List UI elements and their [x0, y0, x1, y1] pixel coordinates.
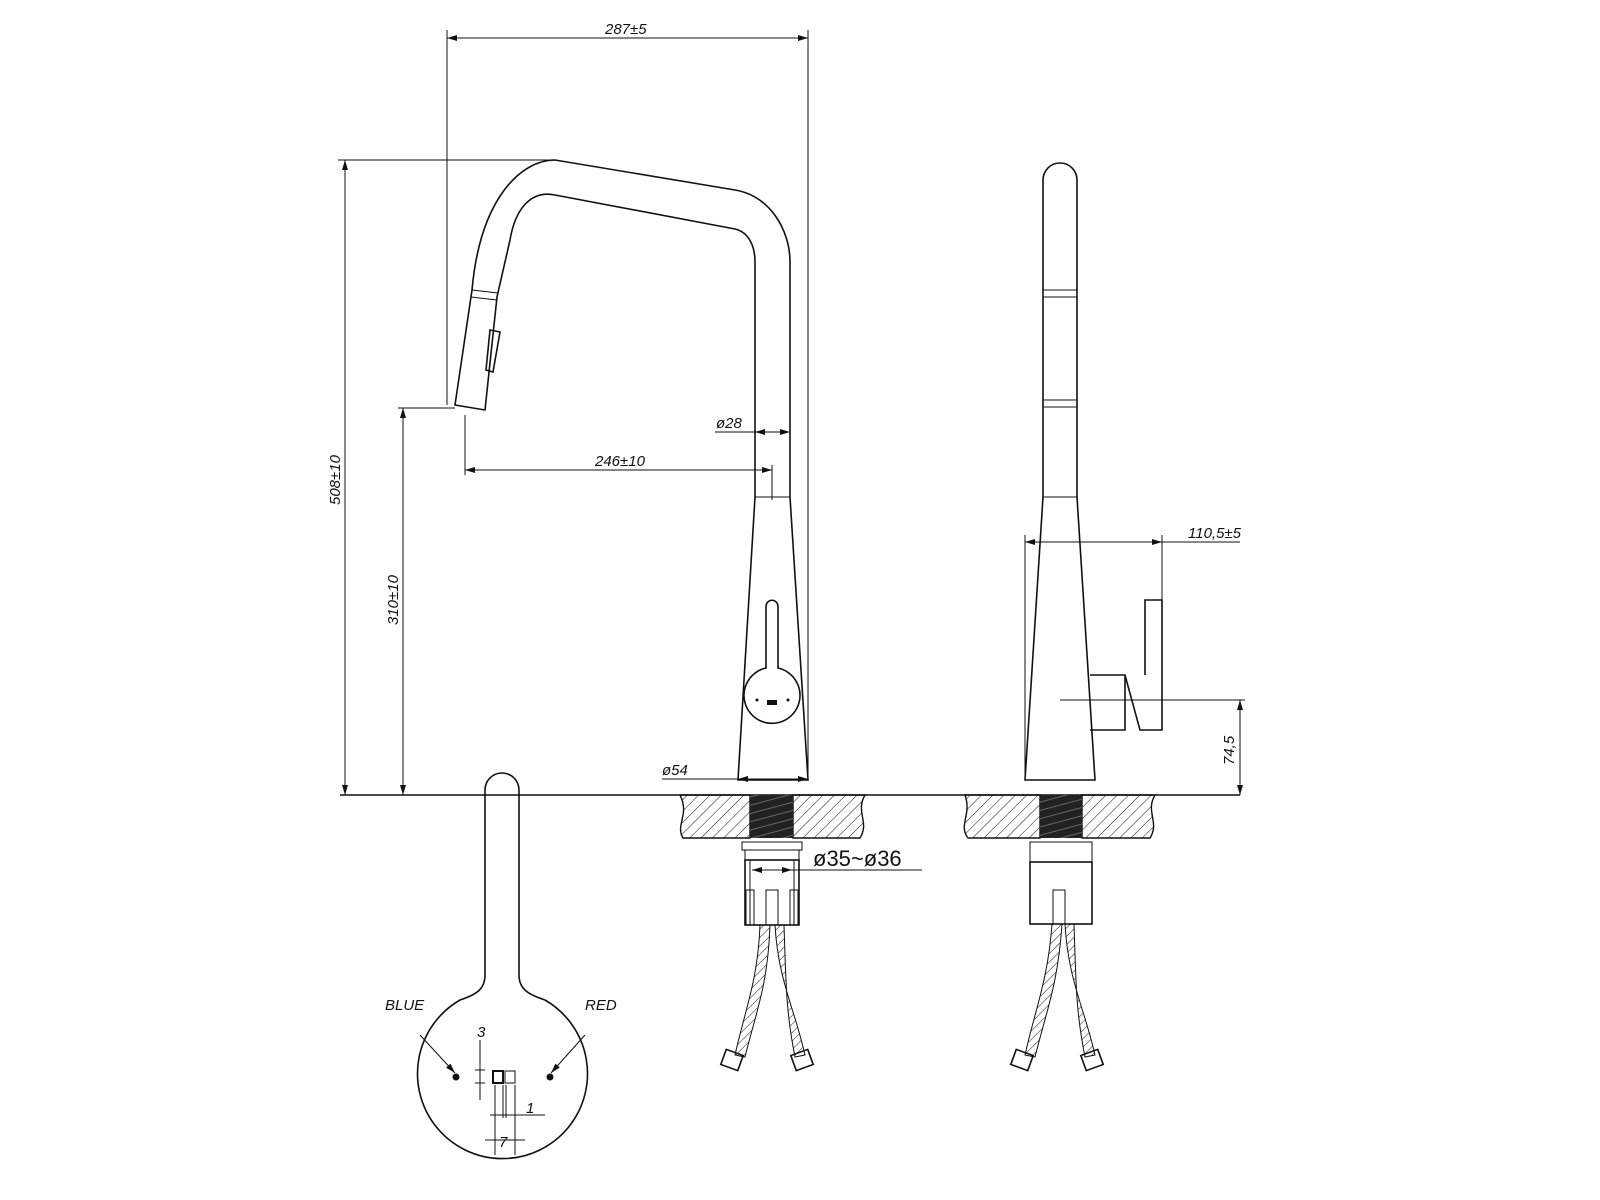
dim-spout-clearance: 310±10: [385, 574, 402, 625]
faucet-spout-body: [454, 159, 809, 781]
dim-handle-height: 74,5: [1221, 735, 1238, 765]
dim-hole-diameter: ø35~ø36: [813, 846, 902, 871]
side-lever-handle: [1090, 599, 1163, 731]
blue-label: BLUE: [385, 997, 425, 1014]
plan-view: BLUE RED 3 1 7: [385, 772, 617, 1160]
dim-pin-gap: 1: [526, 1100, 534, 1117]
countertop-section-front: [678, 794, 867, 1072]
spray-button: [485, 329, 501, 374]
red-label: RED: [585, 997, 617, 1014]
dim-spout-reach: 246±10: [594, 453, 646, 470]
side-spout: [1024, 162, 1096, 781]
dim-overall-height: 508±10: [327, 454, 344, 505]
lever-handle-slot: [743, 599, 801, 725]
dim-pin-width: 7: [499, 1134, 508, 1151]
dim-pin-offset: 3: [477, 1024, 486, 1041]
dim-handle-depth: 110,5±5: [1188, 525, 1242, 542]
side-view: [963, 162, 1163, 1072]
dim-spout-diameter: ø28: [716, 415, 743, 432]
dim-overall-reach: 287±5: [604, 21, 647, 38]
dimension-lines: 287±5 508±10 310±10 246±10 ø28 ø54 ø35~ø…: [327, 21, 1245, 873]
dim-base-diameter: ø54: [662, 762, 688, 779]
